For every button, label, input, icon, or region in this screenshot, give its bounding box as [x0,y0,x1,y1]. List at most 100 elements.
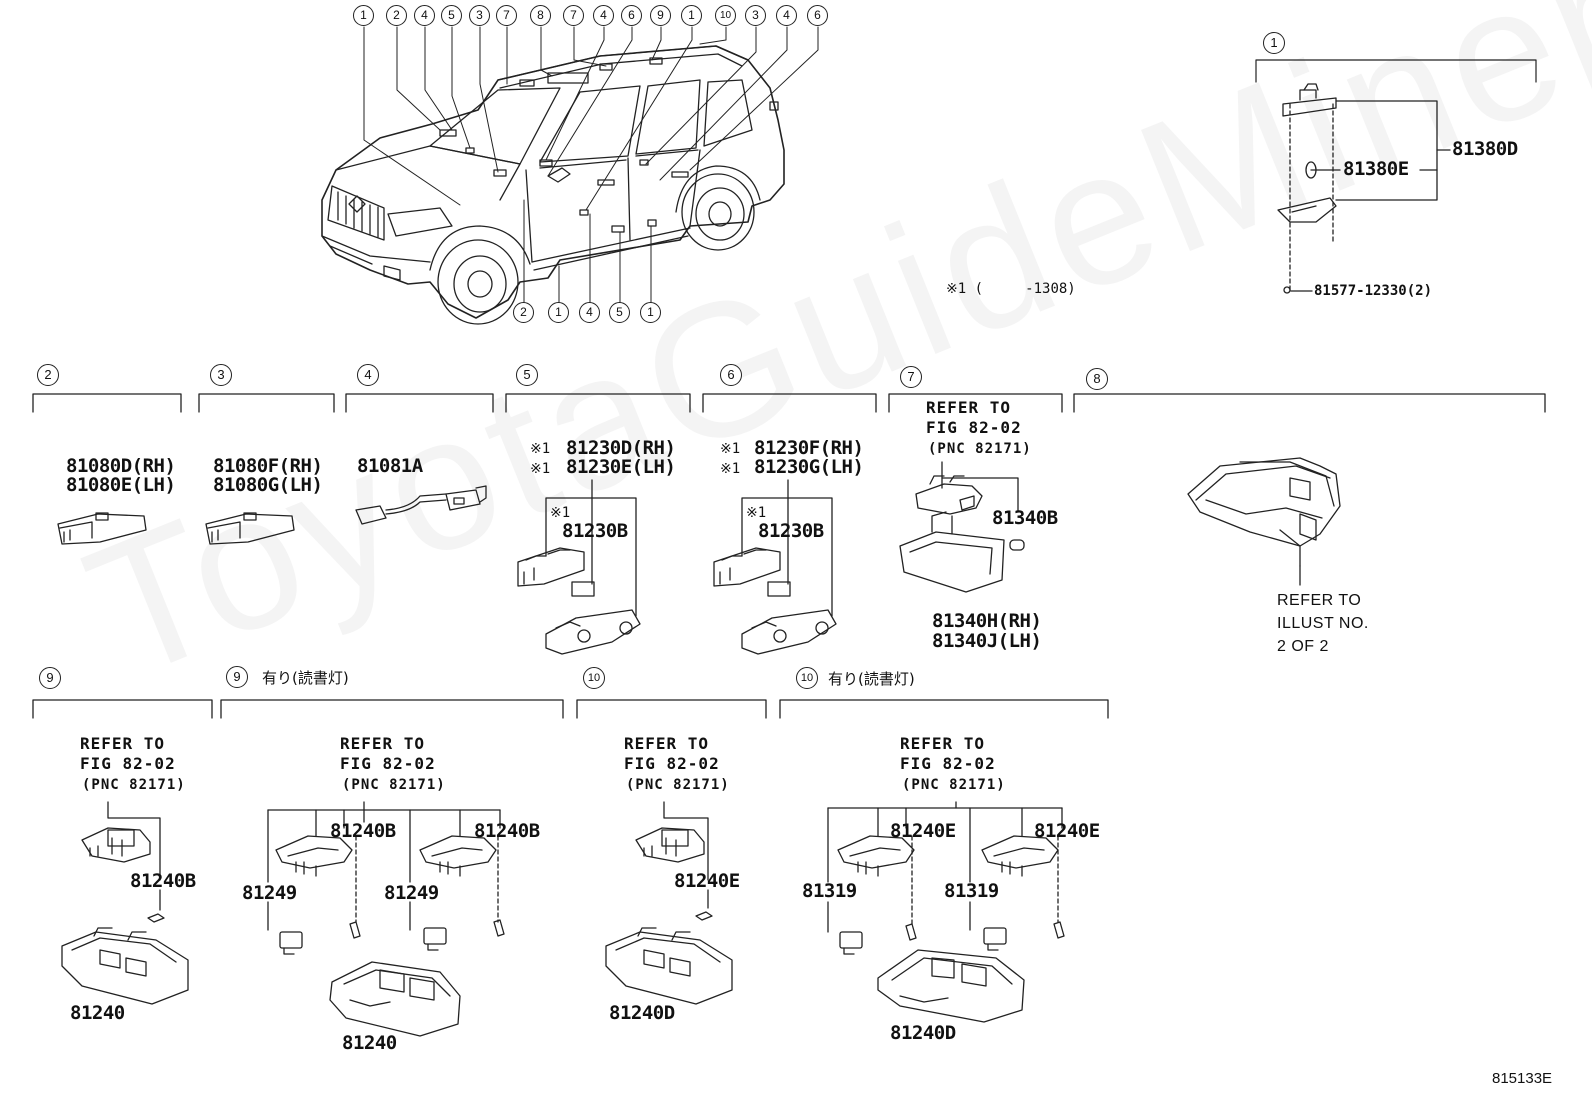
panel-8-art [1187,457,1341,586]
callout-circle: 5 [441,5,462,26]
part-number[interactable]: 81240B [330,820,396,842]
panel-6-art [713,479,837,655]
callout-circle: 4 [776,5,797,26]
part-number[interactable]: 81319 [944,880,999,902]
part-number[interactable]: 81230G(LH) [754,456,864,478]
panel-number: 7 [900,366,922,388]
part-number[interactable]: 81230D(RH) [566,437,676,459]
panel-number: 1 [1263,32,1285,54]
part-number[interactable]: 81080D(RH) [66,455,176,477]
panel-number: 6 [720,364,742,386]
part-number[interactable]: 81240B [130,870,196,892]
panel-4-art [355,485,487,525]
callout-circle: 7 [496,5,517,26]
part-number[interactable]: 81249 [242,882,297,904]
callout-circle: 6 [621,5,642,26]
callout-circle: 5 [609,302,630,323]
panel-2-art [57,512,147,545]
part-number[interactable]: 81230B [758,520,824,542]
panel-10b-art [827,801,1065,1023]
callout-circle: 7 [563,5,584,26]
panel-9a-art [61,801,189,1005]
part-number[interactable]: 81080F(RH) [213,455,323,477]
part-number[interactable]: 81240 [342,1032,397,1054]
callout-circle: 1 [681,5,702,26]
panel-number: 5 [516,364,538,386]
refer-text: FIG 82-02 [926,418,1022,437]
part-number[interactable]: 81240 [70,1002,125,1024]
callout-leaders [363,26,819,303]
part-number[interactable]: 81249 [384,882,439,904]
refer-text: FIG 82-02 [624,754,720,773]
callout-circle: 6 [807,5,828,26]
condition-label: 有り(読書灯) [262,669,349,687]
callout-circle: 1 [353,5,374,26]
panel-number: 10 [796,667,818,689]
refer-text: (PNC 82171) [902,777,1006,793]
panel-number: 9 [39,667,61,689]
panel-number: 9 [226,666,248,688]
condition-label: 有り(読書灯) [828,670,915,688]
refer-text: REFER TO [340,734,426,753]
refer-text: (PNC 82171) [82,777,186,793]
refer-text: FIG 82-02 [340,754,436,773]
part-number[interactable]: 81230B [562,520,628,542]
panel-5-art [517,479,641,655]
part-number[interactable]: 81230E(LH) [566,456,676,478]
panel-number: 3 [210,364,232,386]
panel-number: 8 [1086,368,1108,390]
refer-text: 2 OF 2 [1277,638,1329,655]
part-number[interactable]: 81380E [1343,158,1409,180]
callout-circle: 10 [715,5,736,26]
refer-text: ILLUST NO. [1277,615,1369,632]
part-number[interactable]: 81080E(LH) [66,474,176,496]
part-number[interactable]: 81240E [1034,820,1100,842]
part-number[interactable]: 81240D [609,1002,675,1024]
part-number[interactable]: 81380D [1452,138,1518,160]
part-number[interactable]: 81240B [474,820,540,842]
callout-circle: 4 [579,302,600,323]
part-number[interactable]: 81577-12330(2) [1314,283,1433,299]
part-number[interactable]: 81230F(RH) [754,437,864,459]
part-number[interactable]: 81240E [674,870,740,892]
panel-number: 10 [583,667,605,689]
part-number[interactable]: 81240D [890,1022,956,1044]
part-number[interactable]: 81319 [802,880,857,902]
callout-circle: 3 [469,5,490,26]
panel-7-art [899,461,1025,593]
vehicle-illustration [321,45,785,325]
refer-text: (PNC 82171) [342,777,446,793]
callout-circle: 4 [414,5,435,26]
part-number[interactable]: 81240E [890,820,956,842]
figure-code: 815133E [1492,1070,1553,1087]
callout-circle: 1 [640,302,661,323]
part-number[interactable]: 81340H(RH) [932,610,1042,632]
note-mark: ※1 [550,505,571,521]
callout-circle: 2 [513,302,534,323]
note-mark: ※1 [746,505,767,521]
refer-text: REFER TO [1277,592,1362,609]
refer-text: REFER TO [80,734,166,753]
callout-circle: 1 [548,302,569,323]
refer-text: REFER TO [926,398,1012,417]
refer-text: (PNC 82171) [928,441,1032,457]
part-number[interactable]: 81081A [357,455,423,477]
note-mark: ※1 [530,441,551,457]
part-number[interactable]: 81080G(LH) [213,474,323,496]
part-number[interactable]: 81340J(LH) [932,630,1042,652]
refer-text: REFER TO [624,734,710,753]
panel-1-art [1255,59,1537,294]
refer-text: (PNC 82171) [626,777,730,793]
part-number[interactable]: 81340B [992,507,1058,529]
row2-brackets [32,393,1546,413]
production-note: ※1 ( -1308) [946,281,1076,297]
callout-circle: 3 [745,5,766,26]
callout-circle: 8 [530,5,551,26]
refer-text: REFER TO [900,734,986,753]
callout-circle: 9 [650,5,671,26]
row3-brackets [32,699,1109,719]
note-mark: ※1 [720,461,741,477]
panel-3-art [205,512,295,545]
panel-number: 2 [37,364,59,386]
